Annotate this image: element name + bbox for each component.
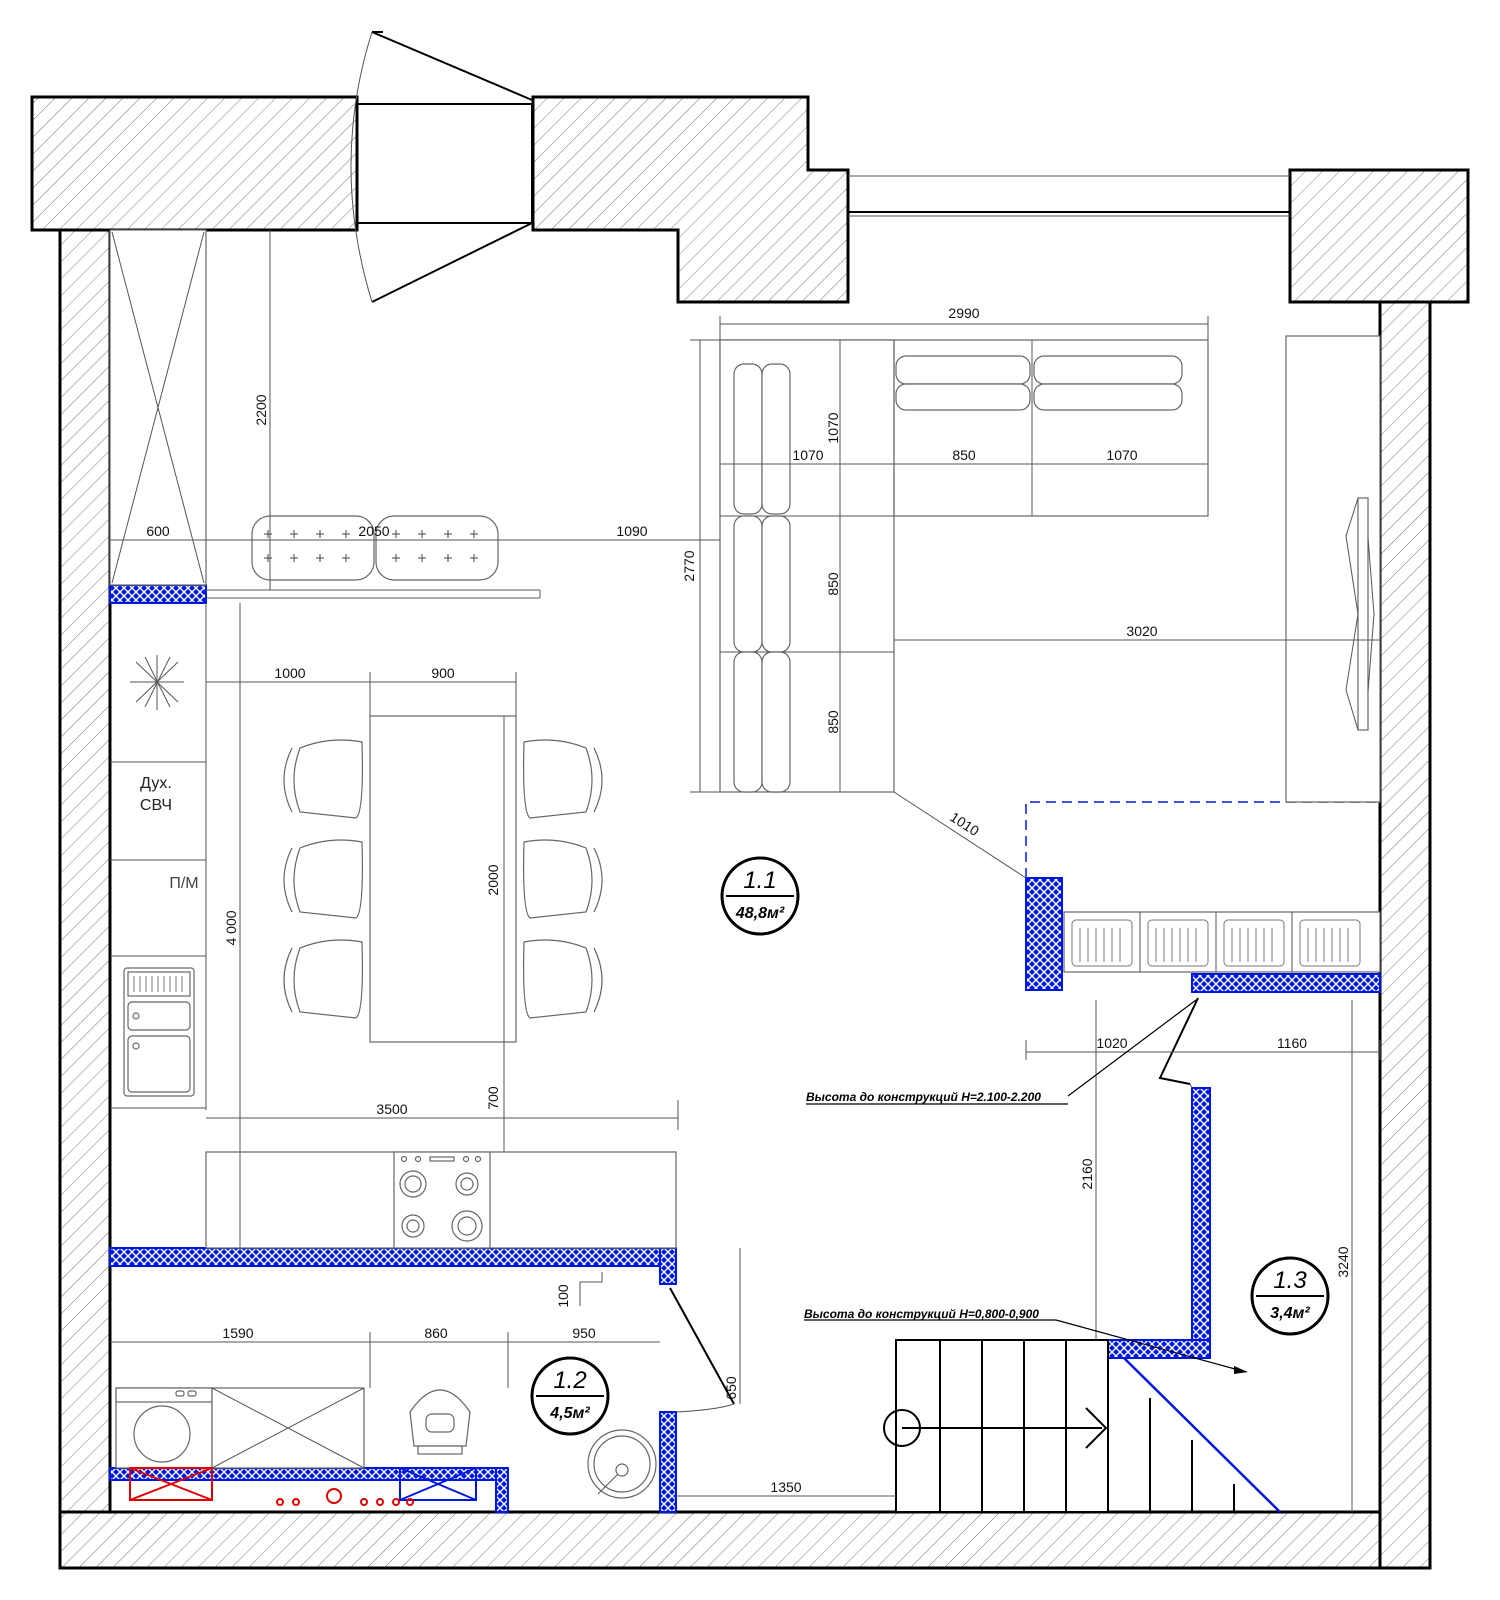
- dimension-lines: [110, 230, 1381, 1512]
- room-tag-1-3: 1.3 3,4м²: [1250, 1256, 1330, 1336]
- dim-2160: 2160: [1079, 1158, 1095, 1189]
- bathroom-fixtures: [115, 1387, 657, 1499]
- hob-icon: [393, 1151, 491, 1249]
- kitchen-units: Дух. СВЧ П/М: [109, 229, 677, 1249]
- corner-sofa: [719, 339, 1209, 793]
- room-tag-1-2: 1.2 4,5м²: [530, 1356, 610, 1436]
- dim-1590: 1590: [222, 1325, 253, 1341]
- dim-650: 650: [723, 1376, 739, 1400]
- dishwasher-label: П/М: [169, 875, 198, 892]
- dim-850-c: 850: [825, 710, 841, 734]
- room-number: 1.3: [1273, 1267, 1307, 1294]
- hood-icon: [130, 655, 184, 710]
- dim-2000: 2000: [485, 864, 501, 895]
- dim-600: 600: [146, 523, 170, 539]
- room-area: 4,5м²: [549, 1405, 590, 1422]
- dim-1070-a: 1070: [792, 447, 823, 463]
- room-area: 3,4м²: [1270, 1305, 1310, 1322]
- room-number: 1.2: [553, 1367, 586, 1394]
- dim-900: 900: [431, 665, 455, 681]
- dim-100: 100: [555, 1284, 571, 1308]
- dim-4000: 4 000: [223, 910, 239, 945]
- dim-1020: 1020: [1096, 1035, 1127, 1051]
- height-notes: Высота до конструкций H=2.100-2.200 Высо…: [804, 999, 1248, 1374]
- microwave-label: СВЧ: [140, 797, 172, 814]
- radiator-row: [1063, 911, 1381, 973]
- dim-1070-b: 1070: [1106, 447, 1137, 463]
- dim-850-a: 850: [952, 447, 976, 463]
- dim-1000: 1000: [274, 665, 305, 681]
- dim-3020: 3020: [1126, 623, 1157, 639]
- dining-group: [283, 715, 603, 1043]
- dim-2770: 2770: [681, 550, 697, 581]
- dim-2050: 2050: [358, 523, 389, 539]
- door-storage: [1158, 997, 1199, 1089]
- dim-2200: 2200: [253, 394, 269, 425]
- toilet-icon: [409, 1389, 471, 1455]
- sink-icon: [123, 967, 195, 1097]
- note-height-upper: Высота до конструкций H=2.100-2.200: [806, 1090, 1041, 1104]
- dim-1010: 1010: [947, 809, 982, 839]
- dimension-labels: 2990 1070 1070 850 1070 2200 600 2050 10…: [146, 305, 1351, 1495]
- dim-1160: 1160: [1277, 1035, 1307, 1051]
- outer-walls: [30, 95, 1470, 1570]
- dim-1090: 1090: [616, 523, 647, 539]
- dining-table: [369, 715, 517, 1043]
- dim-700: 700: [485, 1086, 501, 1110]
- room-tag-1-1: 1.1 48,8м²: [720, 856, 800, 936]
- note-height-lower: Высота до конструкций H=0,800-0,900: [804, 1307, 1039, 1321]
- dim-2990: 2990: [948, 305, 979, 321]
- oven-label: Дух.: [140, 775, 172, 792]
- door-bathroom: [669, 1287, 735, 1413]
- dim-3500: 3500: [376, 1101, 407, 1117]
- engineering-shafts: [129, 1467, 477, 1506]
- dim-3240: 3240: [1335, 1246, 1351, 1277]
- shower-icon: [587, 1429, 657, 1499]
- tv-unit: [1285, 335, 1381, 803]
- wall-sofa: [206, 515, 541, 599]
- dim-1350: 1350: [770, 1479, 801, 1495]
- dim-950: 950: [572, 1325, 596, 1341]
- bay-window: [350, 31, 533, 303]
- room-area: 48,8м²: [735, 905, 785, 922]
- staircase: [883, 1339, 1235, 1513]
- dim-850-b: 850: [825, 572, 841, 596]
- dim-860: 860: [424, 1325, 448, 1341]
- window-right: [848, 175, 1290, 217]
- dim-1070-vertical: 1070: [825, 412, 841, 443]
- room-number: 1.1: [743, 867, 776, 894]
